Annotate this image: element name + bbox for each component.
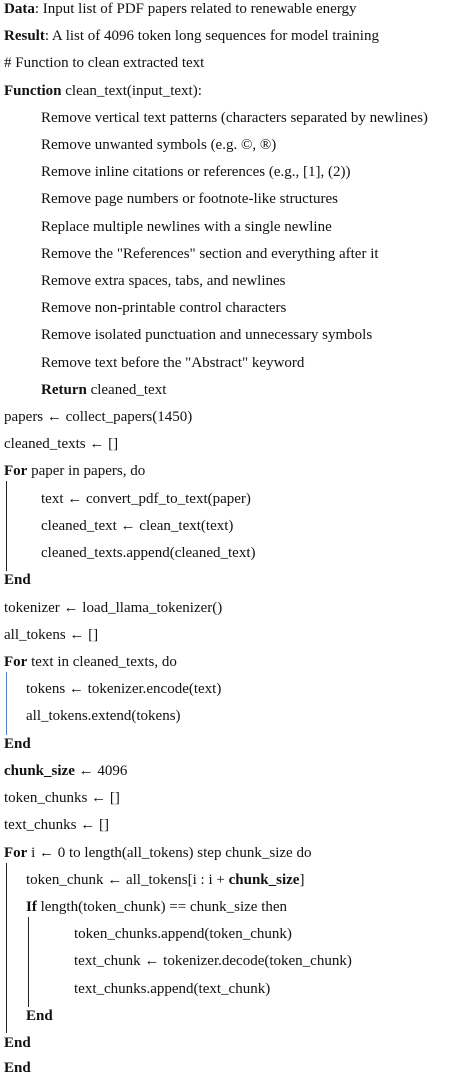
if-condition: length(token_chunk) == chunk_size then — [36, 899, 288, 915]
for-loop-header: i ← 0 to length(all_tokens) step chunk_s… — [27, 845, 312, 861]
token-chunk-suffix: ] — [299, 872, 305, 888]
data-line: Data: Input list of PDF papers related t… — [4, 0, 357, 18]
end-for-papers: End — [4, 571, 31, 589]
comment-line: # Function to clean extracted text — [4, 55, 205, 71]
clean-step: Remove isolated punctuation and unnecess… — [41, 327, 373, 343]
chunk-size-value: ← 4096 — [74, 763, 128, 779]
function-line: Function clean_text(input_text): — [4, 82, 202, 100]
clean-step: Remove unwanted symbols (e.g. ©, ®) — [41, 137, 277, 153]
function-signature: clean_text(input_text): — [61, 83, 202, 99]
for-loop-papers-bar — [6, 481, 7, 571]
for2-body-line: all_tokens.extend(tokens) — [26, 708, 181, 724]
clean-step: Remove extra spaces, tabs, and newlines — [41, 273, 286, 289]
end-for-chunks: End — [4, 1034, 31, 1052]
for-keyword: For — [4, 654, 28, 670]
function-keyword: Function — [4, 83, 62, 99]
text-chunks-init: text_chunks ← [] — [4, 817, 109, 833]
if-body-line: text_chunk ← tokenizer.decode(token_chun… — [74, 953, 352, 969]
chunk-size-keyword: chunk_size — [4, 763, 75, 779]
for1-body-line: text ← convert_pdf_to_text(paper) — [41, 491, 251, 507]
clean-step: Remove page numbers or footnote-like str… — [41, 191, 338, 207]
token-chunks-init: token_chunks ← [] — [4, 790, 120, 806]
end-algorithm: End — [4, 1059, 31, 1077]
end-keyword: End — [4, 572, 31, 588]
for2-body-line: tokens ← tokenizer.encode(text) — [26, 681, 222, 697]
if-body-line: token_chunks.append(token_chunk) — [74, 926, 292, 942]
for-loop-header: paper in papers, do — [27, 463, 146, 479]
end-keyword: End — [4, 1060, 31, 1076]
clean-step: Remove vertical text patterns (character… — [41, 110, 428, 126]
data-text: : Input list of PDF papers related to re… — [34, 1, 357, 17]
for1-body-line: cleaned_text ← clean_text(text) — [41, 518, 234, 534]
for-loop-texts: For text in cleaned_texts, do — [4, 653, 177, 671]
for-loop-texts-bar — [6, 672, 7, 735]
for1-body-line: cleaned_texts.append(cleaned_text) — [41, 545, 256, 561]
data-label: Data — [4, 1, 35, 17]
for-loop-chunks: For i ← 0 to length(all_tokens) step chu… — [4, 844, 311, 862]
token-chunk-prefix: token_chunk ← all_tokens[i : i + — [26, 872, 229, 888]
return-line: Return cleaned_text — [41, 381, 166, 399]
tokenizer-assign: tokenizer ← load_llama_tokenizer() — [4, 600, 223, 616]
chunk-size-keyword: chunk_size — [228, 872, 300, 888]
end-if: End — [26, 1007, 53, 1025]
cleaned-texts-init: cleaned_texts ← [] — [4, 436, 119, 452]
for-loop-header: text in cleaned_texts, do — [27, 654, 177, 670]
return-keyword: Return — [41, 382, 87, 398]
if-body-line: text_chunks.append(text_chunk) — [74, 981, 271, 997]
chunk-size-assign: chunk_size ← 4096 — [4, 762, 127, 780]
for-loop-papers: For paper in papers, do — [4, 462, 145, 480]
clean-step: Remove inline citations or references (e… — [41, 164, 351, 180]
for-keyword: For — [4, 845, 28, 861]
end-keyword: End — [26, 1008, 53, 1024]
end-keyword: End — [4, 736, 31, 752]
end-keyword: End — [4, 1035, 31, 1051]
clean-step: Remove non-printable control characters — [41, 300, 287, 316]
end-for-texts: End — [4, 735, 31, 753]
for-keyword: For — [4, 463, 28, 479]
for-loop-chunks-bar — [6, 863, 7, 1033]
return-value: cleaned_text — [86, 382, 167, 398]
token-chunk-assign: token_chunk ← all_tokens[i : i + chunk_s… — [26, 871, 304, 889]
if-block-bar — [28, 917, 29, 1007]
result-line: Result: A list of 4096 token long sequen… — [4, 27, 379, 45]
all-tokens-init: all_tokens ← [] — [4, 627, 99, 643]
clean-step: Remove the "References" section and ever… — [41, 246, 379, 262]
clean-step: Replace multiple newlines with a single … — [41, 219, 332, 235]
papers-assign: papers ← collect_papers(1450) — [4, 409, 193, 425]
clean-step: Remove text before the "Abstract" keywor… — [41, 355, 305, 371]
if-keyword: If — [26, 899, 37, 915]
result-label: Result — [4, 28, 45, 44]
result-text: : A list of 4096 token long sequences fo… — [44, 28, 379, 44]
if-statement: If length(token_chunk) == chunk_size the… — [26, 898, 287, 916]
